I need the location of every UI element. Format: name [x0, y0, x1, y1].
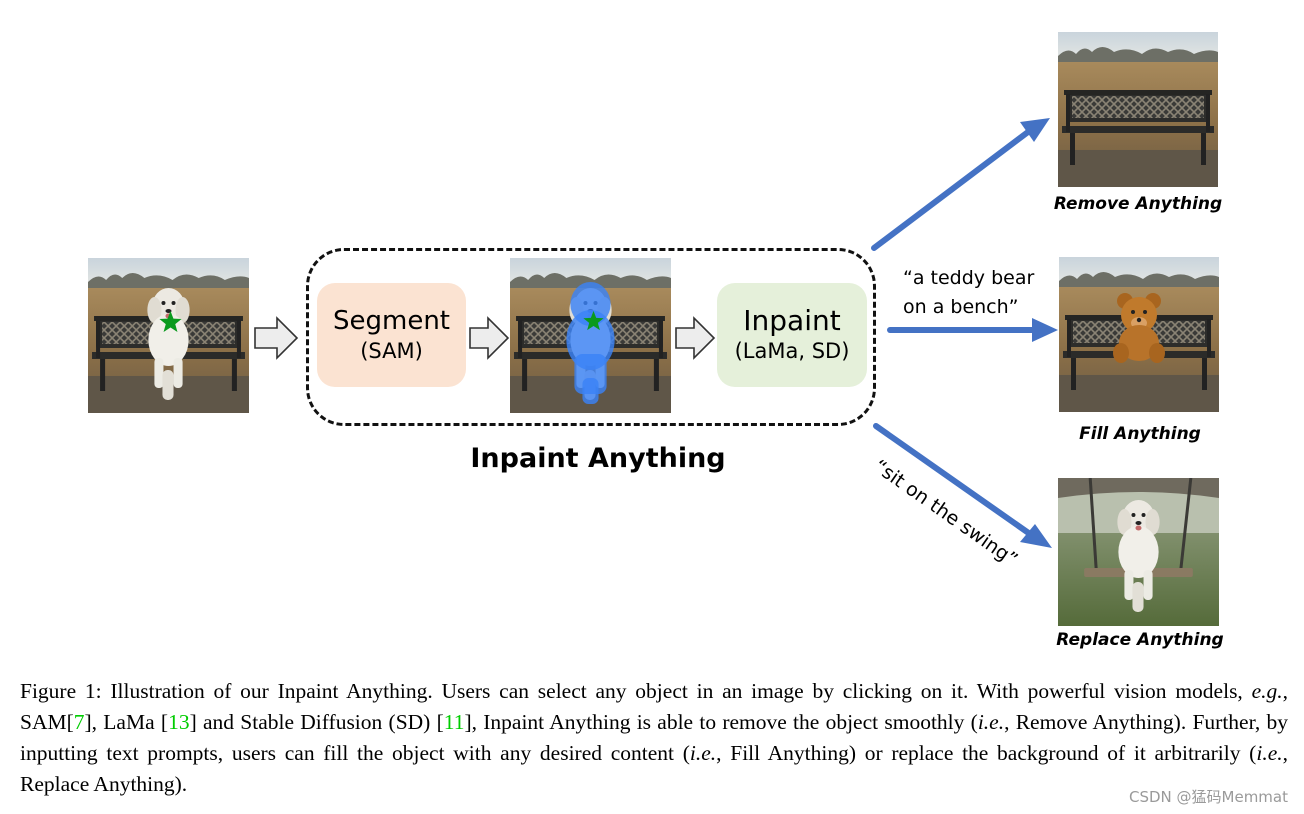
flow-arrow-3	[675, 316, 716, 360]
watermark: CSDN @猛码Memmat	[1128, 788, 1288, 806]
arrow-replace	[873, 423, 1033, 537]
citation-link-13[interactable]: 13	[168, 710, 190, 734]
segment-box: Segment (SAM)	[317, 283, 466, 387]
inpaint-title: Inpaint	[743, 304, 841, 337]
fill-anything-label: Fill Anything	[1079, 424, 1201, 444]
fill-output-photo	[1059, 257, 1219, 412]
caption-text-5: ], Inpaint Anything is able to remove th…	[464, 710, 978, 734]
caption-text-7: , Fill Anything) or replace the backgrou…	[716, 741, 1257, 765]
caption-text-8: , Replace Anything).	[20, 741, 1288, 796]
segmentation-mask	[566, 282, 615, 404]
caption-ie-1: i.e.	[977, 710, 1005, 734]
pipeline-container	[306, 248, 876, 426]
fill-prompt: “a teddy bear on a bench”	[903, 264, 1034, 322]
caption-ie-3: i.e.	[1256, 741, 1283, 765]
replace-anything-label: Replace Anything	[1056, 630, 1224, 650]
figure-caption: Figure 1: Illustration of our Inpaint An…	[20, 676, 1288, 800]
teddy-bear-icon	[1113, 293, 1165, 363]
remove-output-photo	[1058, 32, 1218, 187]
citation-link-7[interactable]: 7	[73, 710, 85, 734]
fill-prompt-line1: “a teddy bear	[903, 267, 1035, 289]
replace-output-photo	[1058, 478, 1219, 626]
caption-ie-2: i.e.	[689, 741, 717, 765]
arrow-remove	[871, 129, 1031, 251]
fill-prompt-line2: on a bench”	[903, 296, 1019, 318]
caption-text-4: ] and Stable Diffusion (SD) [	[189, 710, 444, 734]
input-photo	[88, 258, 249, 413]
flow-arrow-1	[254, 316, 299, 360]
caption-text-1: Figure 1: Illustration of our Inpaint An…	[20, 679, 1252, 703]
caption-text-2: , SAM[	[20, 679, 1288, 734]
segment-subtitle: (SAM)	[360, 339, 423, 363]
citation-link-11[interactable]: 11	[443, 710, 465, 734]
caption-eg: e.g.	[1251, 679, 1283, 703]
inpaint-box: Inpaint (LaMa, SD)	[717, 283, 867, 387]
diagram-title: Inpaint Anything	[470, 443, 726, 474]
remove-anything-label: Remove Anything	[1053, 194, 1223, 214]
blue-arrows	[871, 118, 1058, 548]
flow-arrow-2	[469, 316, 510, 360]
caption-text-6: , Remove Anything). Further, by inputtin…	[20, 710, 1289, 765]
inpaint-subtitle: (LaMa, SD)	[734, 339, 850, 363]
segment-title: Segment	[333, 306, 450, 336]
masked-photo	[510, 258, 671, 413]
caption-text-3: ], LaMa [	[84, 710, 169, 734]
